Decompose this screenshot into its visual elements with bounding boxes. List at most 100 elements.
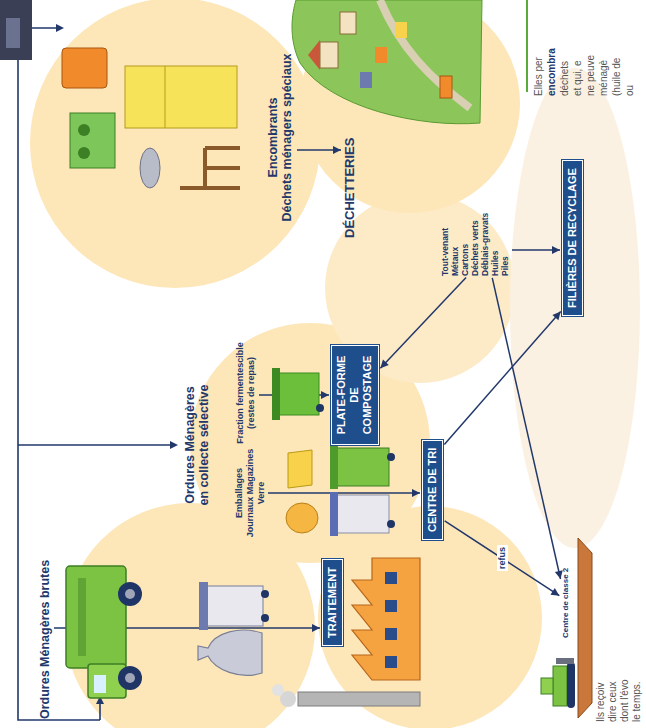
arrow-head xyxy=(380,360,388,369)
sorting-containers xyxy=(288,450,312,488)
arrow-head xyxy=(312,624,320,632)
text-rule xyxy=(527,0,528,92)
household-bin-and-bag xyxy=(198,582,269,675)
household-bin-and-bag xyxy=(199,582,208,630)
process-box: TRAITEMENT xyxy=(322,559,343,646)
compost-bin xyxy=(316,404,324,412)
compost-bin xyxy=(279,373,319,415)
node-text: Fraction fermentescible (restes de repas… xyxy=(235,337,257,449)
bulky-items xyxy=(78,124,90,136)
incineration-plant xyxy=(385,572,397,584)
landfill xyxy=(541,678,553,694)
waste-type: Fraction fermentescible (restes de repas… xyxy=(235,337,257,449)
landfill xyxy=(578,538,592,718)
incineration-plant xyxy=(272,684,284,696)
recycling-centre-hill xyxy=(308,40,320,70)
text-fragment: le temps. xyxy=(631,681,643,722)
photo-corner xyxy=(0,0,32,60)
landfill xyxy=(556,658,574,664)
text-fragment: ménagè xyxy=(598,60,610,96)
arrow-head xyxy=(333,146,341,154)
sorting-containers xyxy=(286,445,395,536)
recycling-centre-hill xyxy=(292,0,482,124)
sorting-containers xyxy=(337,448,389,486)
background-circles xyxy=(510,68,640,548)
photo-corner xyxy=(6,18,20,48)
arrow-head xyxy=(321,391,329,399)
landfill-label: Centre de classe 2 xyxy=(561,568,571,638)
waste-type: EmballagesJournaux MagazinesVerre xyxy=(234,443,266,543)
household-bin-and-bag xyxy=(207,586,263,626)
landfill xyxy=(553,666,567,706)
text-rule xyxy=(526,0,528,92)
incineration-plant xyxy=(298,692,420,706)
feed-bracket xyxy=(18,444,172,446)
node-text: Déblais-gravats xyxy=(480,213,490,276)
text-fragment: déchets xyxy=(559,61,571,96)
compost-bin xyxy=(272,368,280,420)
edge-label: refus xyxy=(497,545,508,571)
node-text: Ordures Ménagères brutes xyxy=(38,560,52,719)
arrow-head xyxy=(412,489,420,497)
recycling-centre-hill xyxy=(380,0,470,108)
arrow-head xyxy=(552,312,560,321)
recycling-centre-hill xyxy=(340,12,356,34)
bracket-arrowheads xyxy=(56,24,64,32)
background-circles xyxy=(30,0,320,288)
landfill xyxy=(541,538,592,718)
text-fragment: et qui, e xyxy=(572,60,584,96)
text-fragment: encombra xyxy=(546,48,558,96)
column-heading: EncombrantsDéchets ménagers spéciaux xyxy=(266,50,295,225)
garbage-truck xyxy=(125,673,135,683)
flow-arrow xyxy=(380,277,466,368)
node-text: Ordures Ménagères en collecte sélective xyxy=(183,379,212,511)
garbage-truck xyxy=(94,675,106,693)
arrow-head xyxy=(550,588,559,596)
facility-title: DÉCHETTERIES xyxy=(343,138,358,238)
garbage-truck xyxy=(66,566,126,668)
text-fragment: ne peuve xyxy=(585,55,597,96)
compost-bin xyxy=(272,368,324,420)
sorting-containers xyxy=(330,445,338,489)
bulky-items xyxy=(125,66,237,128)
sorting-containers xyxy=(286,503,318,533)
text-fragment: (huile de xyxy=(611,58,623,96)
node-text: Déchets ménagers spéciaux xyxy=(280,50,294,225)
sorting-containers xyxy=(387,453,395,461)
text-fragment: ou xyxy=(624,85,636,96)
node-text: Piles xyxy=(500,213,510,276)
landfill xyxy=(567,662,575,708)
garbage-truck xyxy=(78,578,86,656)
bulky-items xyxy=(62,48,107,88)
arrow-head xyxy=(552,246,560,254)
household-bin-and-bag xyxy=(198,630,262,675)
recycling-centre-hill xyxy=(320,42,338,68)
text-fragment: dont l'évo xyxy=(619,680,631,723)
incineration-plant xyxy=(385,656,397,668)
node-text: DÉCHETTERIES xyxy=(343,138,358,238)
bulky-items xyxy=(62,48,240,188)
flow-arrow xyxy=(492,278,560,579)
feed-bracket xyxy=(99,702,101,720)
text-fragment: dire ceux xyxy=(607,681,619,722)
column-heading: Ordures Ménagères brutes xyxy=(38,560,52,719)
bulky-items xyxy=(140,148,160,188)
text-fragment: Elles per xyxy=(533,57,545,96)
node-text: Huiles xyxy=(490,213,500,276)
flow-arrow xyxy=(268,492,420,494)
sorting-containers xyxy=(387,520,395,528)
incineration-plant xyxy=(272,558,420,707)
node-text: Tout-venant xyxy=(440,213,450,276)
material-list: Tout-venantMétauxCartonsDéchets vertsDéb… xyxy=(440,213,510,276)
bulky-items xyxy=(205,166,240,170)
incineration-plant xyxy=(385,600,397,612)
garbage-truck xyxy=(66,566,142,698)
bulky-items xyxy=(165,66,166,128)
bulky-items xyxy=(180,148,240,188)
recycling-centre-hill xyxy=(395,22,407,38)
node-text: Emballages xyxy=(234,443,245,543)
recycling-centre-hill xyxy=(360,72,372,88)
node-text: Verre xyxy=(256,443,267,543)
node-text: PLATE-FORME DE COMPOSTAGE xyxy=(335,353,375,437)
background-circles xyxy=(30,0,640,728)
